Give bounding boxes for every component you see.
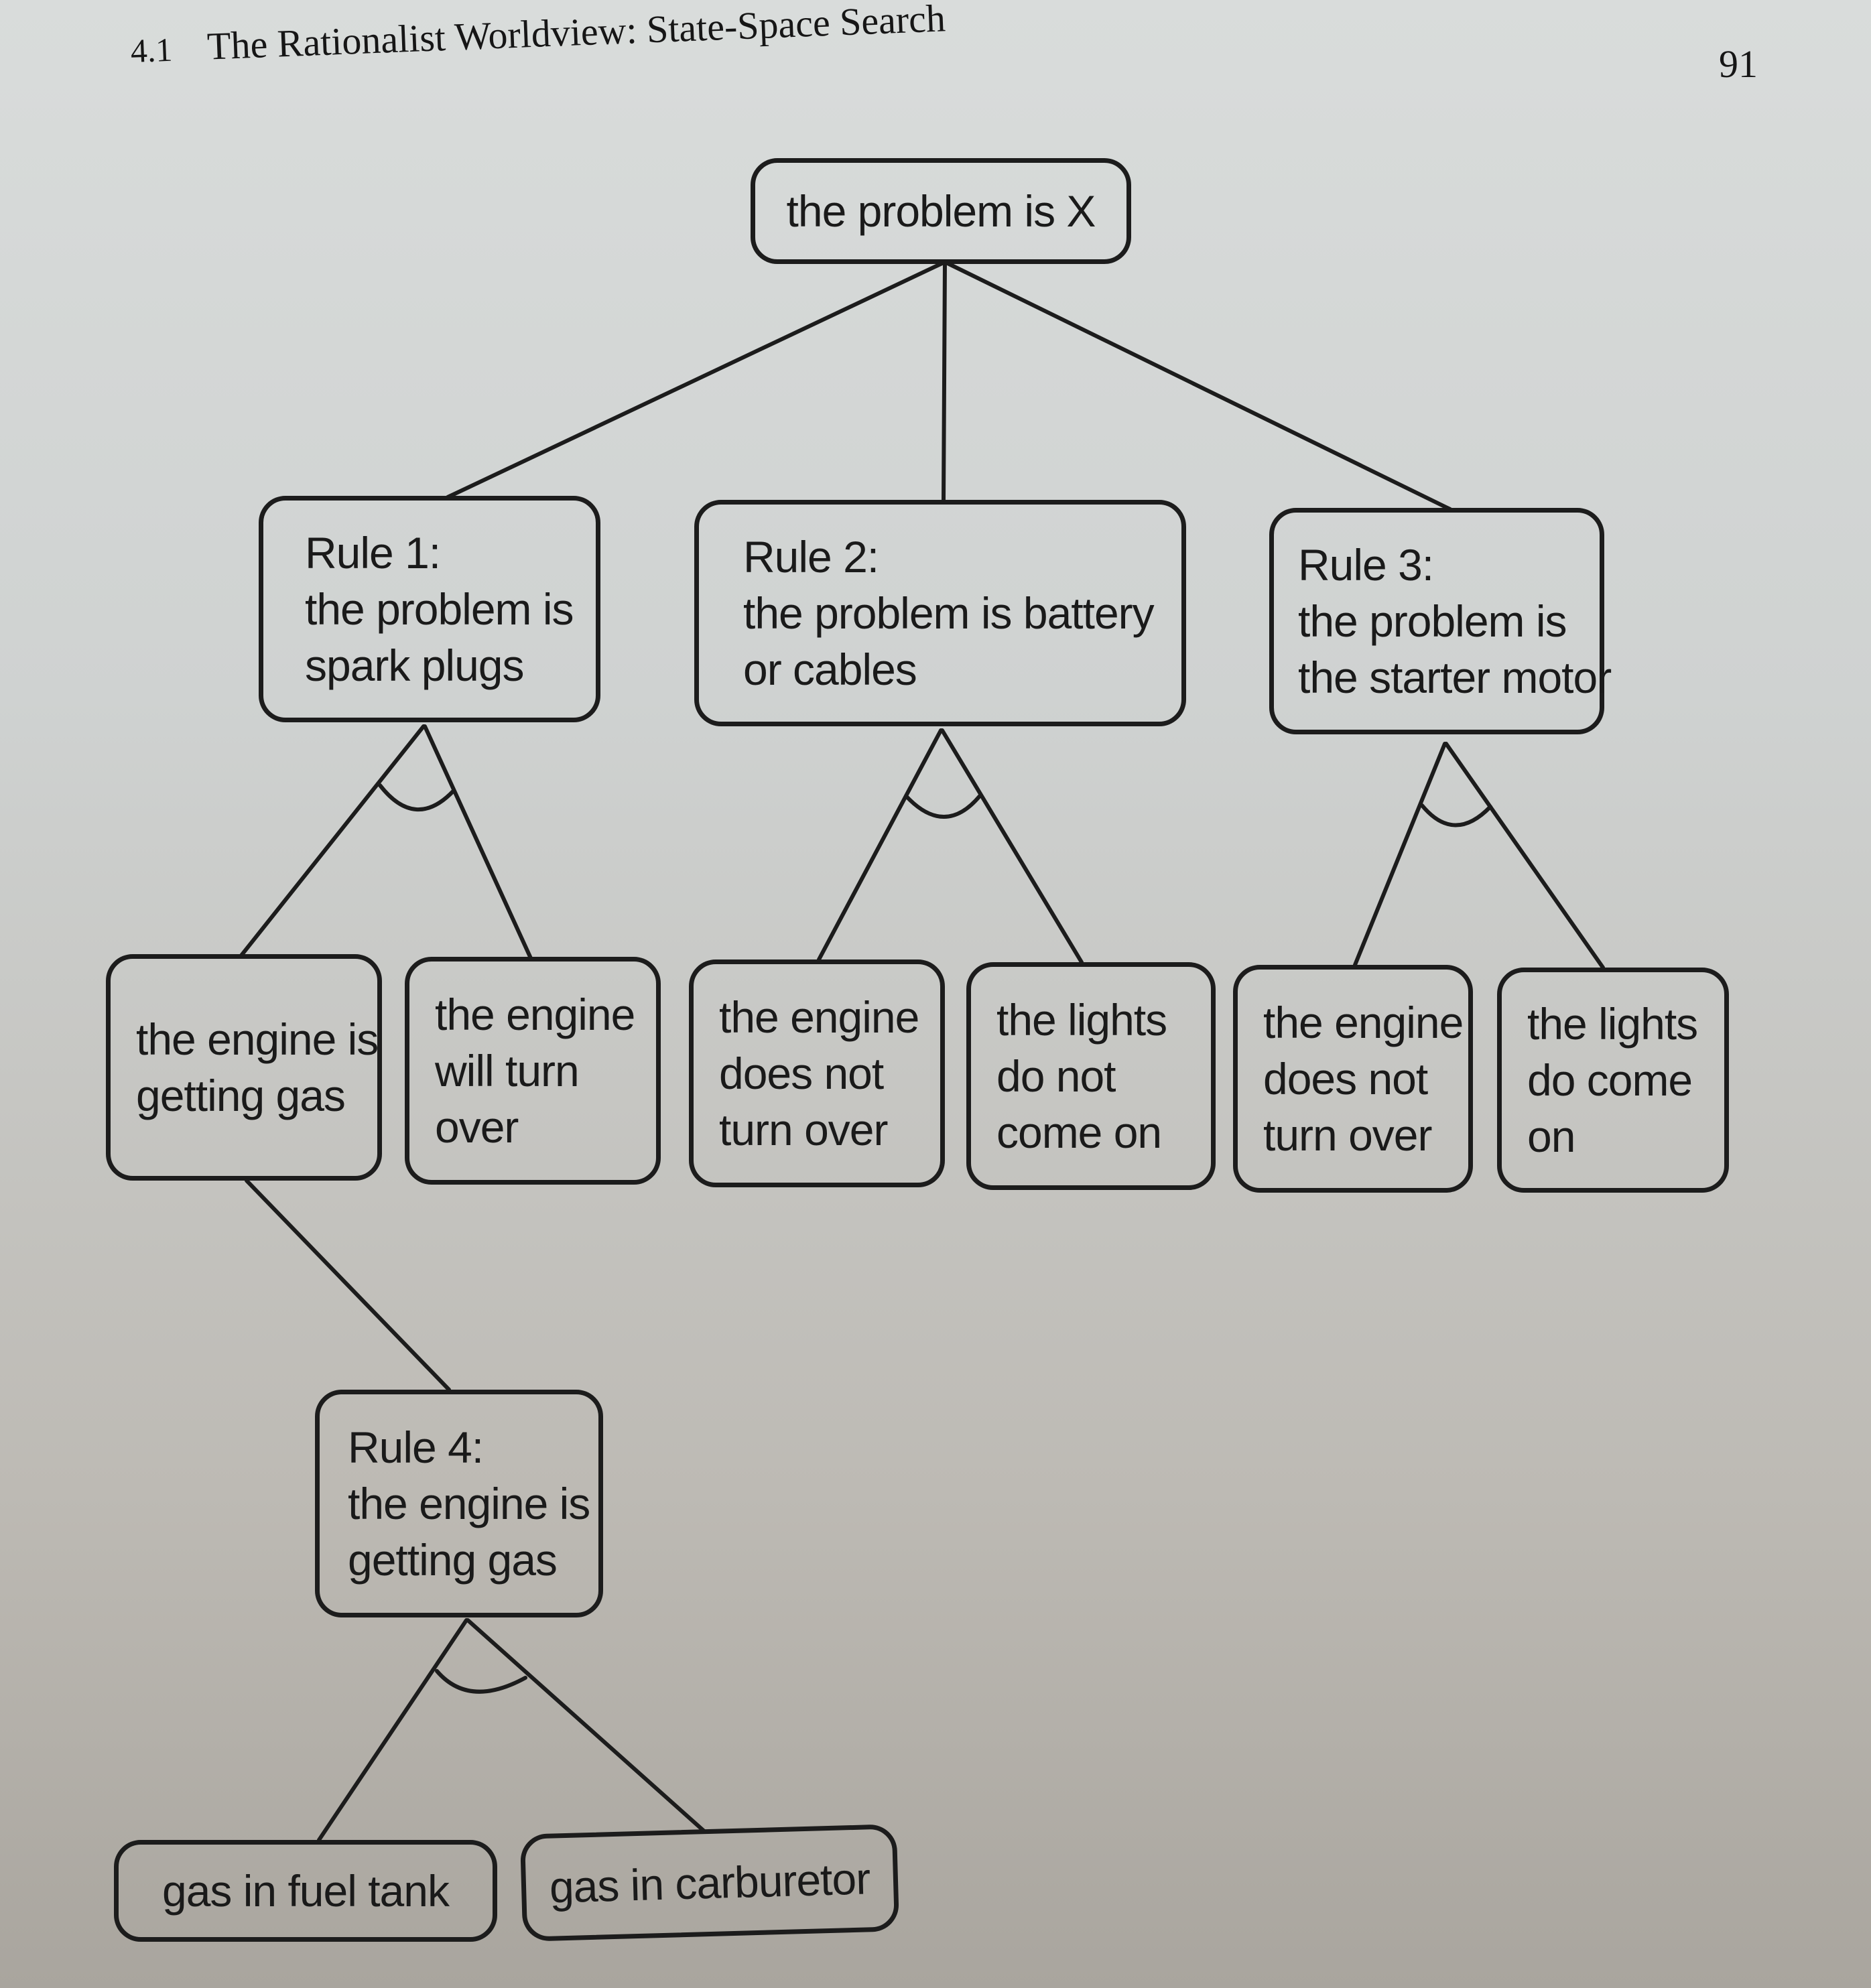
- rule-label: Rule 4:: [348, 1422, 484, 1472]
- and-arc-rule2: [904, 794, 982, 819]
- node-text: turn over: [719, 1105, 888, 1154]
- edge-rule3-dnt2: [1353, 742, 1447, 967]
- edge-rule1-turn: [423, 724, 533, 960]
- node-text: the problem is: [1298, 596, 1567, 646]
- node-text: the problem is X: [786, 186, 1096, 236]
- rule-node-2: Rule 2: the problem is battery or cables: [694, 500, 1186, 726]
- edge-rule2-dnt1: [817, 728, 943, 962]
- edge-gas-rule4: [245, 1179, 451, 1392]
- rule-node-4: Rule 4: the engine is getting gas: [315, 1390, 603, 1617]
- edge-rule1-gas: [239, 724, 426, 957]
- node-text: does not: [1263, 1054, 1428, 1104]
- condition-node-engine-getting-gas: the engine is getting gas: [106, 954, 382, 1181]
- node-text: come on: [996, 1108, 1162, 1157]
- fact-node-gas-in-fuel-tank: gas in fuel tank: [114, 1840, 497, 1942]
- edge-root-rule3: [944, 261, 1452, 511]
- node-text: the engine is: [136, 1014, 379, 1064]
- page-number: 91: [1719, 42, 1758, 86]
- node-text: gas in fuel tank: [162, 1866, 450, 1916]
- edge-rule2-light1: [940, 728, 1084, 964]
- edge-root-rule2: [942, 261, 947, 503]
- rule-label: Rule 3:: [1298, 540, 1434, 590]
- node-text: the problem is: [305, 584, 574, 634]
- edge-rule3-light2: [1444, 742, 1605, 970]
- node-text: the lights: [1527, 999, 1698, 1049]
- condition-node-engine-does-not-turn-over-2: the engine does not turn over: [1233, 965, 1473, 1193]
- node-text: on: [1527, 1112, 1575, 1161]
- node-text: over: [435, 1102, 519, 1152]
- and-arc-rule1: [378, 783, 456, 812]
- condition-node-engine-does-not-turn-over: the engine does not turn over: [689, 959, 945, 1187]
- fact-node-gas-in-carburetor: gas in carburetor: [519, 1824, 900, 1942]
- rule-label: Rule 1:: [305, 528, 441, 578]
- condition-node-lights-do-come-on: the lights do come on: [1497, 968, 1729, 1193]
- edge-rule4-tank: [317, 1618, 468, 1842]
- node-text: do not: [996, 1051, 1116, 1101]
- node-text: or cables: [743, 645, 917, 694]
- rule-node-1: Rule 1: the problem is spark plugs: [259, 496, 600, 722]
- node-text: the engine: [435, 990, 635, 1039]
- condition-node-engine-will-turn-over: the engine will turn over: [405, 957, 661, 1185]
- rule-label: Rule 2:: [743, 532, 879, 582]
- edge-root-rule1: [446, 261, 946, 499]
- and-arc-rule3: [1420, 803, 1492, 827]
- rule-node-3: Rule 3: the problem is the starter motor: [1269, 508, 1612, 734]
- node-text: the lights: [996, 995, 1167, 1045]
- node-text: will turn: [435, 1046, 580, 1096]
- node-text: getting gas: [348, 1535, 558, 1585]
- node-text: turn over: [1263, 1110, 1432, 1160]
- node-text: spark plugs: [305, 641, 525, 690]
- node-text: the problem is battery: [743, 588, 1155, 638]
- and-arc-rule4: [435, 1669, 527, 1694]
- node-text: the starter motor: [1298, 653, 1612, 702]
- node-text: the engine: [1263, 998, 1464, 1047]
- node-text: gas in carburetor: [548, 1853, 871, 1912]
- condition-node-lights-do-not-come-on: the lights do not come on: [966, 962, 1216, 1190]
- node-text: does not: [719, 1049, 884, 1098]
- node-text: the engine: [719, 992, 919, 1042]
- goal-node-root: the problem is X: [751, 158, 1131, 264]
- edge-rule4-carb: [466, 1618, 707, 1834]
- node-text: the engine is: [348, 1479, 590, 1528]
- node-text: do come: [1527, 1055, 1693, 1105]
- node-text: getting gas: [136, 1071, 346, 1120]
